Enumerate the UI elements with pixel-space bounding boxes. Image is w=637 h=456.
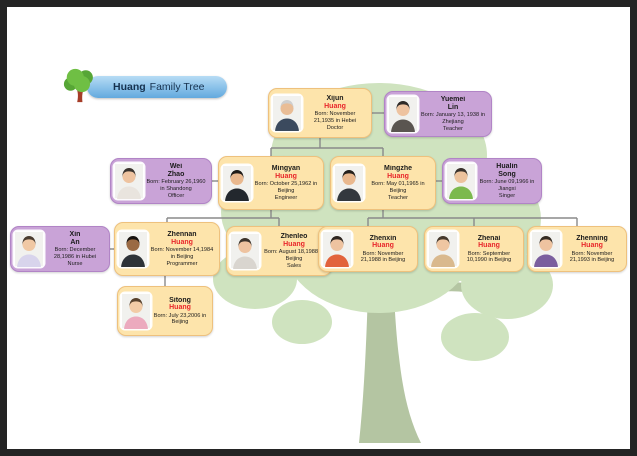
title-banner[interactable]: Huang Family Tree <box>87 76 227 98</box>
person-card-text: Hualin Song Born: June 09,1966 in Jiangx… <box>476 163 538 199</box>
person-first-name: Hualin <box>496 163 518 171</box>
person-last-name: Huang <box>169 304 191 312</box>
person-first-name: Wei <box>169 163 183 171</box>
person-first-name: Zhennan <box>167 231 197 239</box>
person-occupation: Sales <box>287 262 301 269</box>
person-last-name: Huang <box>372 242 394 250</box>
person-first-name: Zhenai <box>477 234 501 242</box>
person-card-text: Zhennan Huang Born: November 14,1984 in … <box>148 231 216 267</box>
person-card-text: Mingzhe Huang Born: May 01,1965 in Beiji… <box>364 165 432 201</box>
person-card-zhenleo[interactable]: Zhenleo Huang Born: August 18,1988 in Be… <box>226 226 332 276</box>
person-occupation: Doctor <box>326 124 344 131</box>
person-first-name: Xin <box>69 231 81 239</box>
cards-layer: Xijun Huang Born: November 21,1935 in He… <box>7 7 630 449</box>
woman-orange-top-portrait <box>322 231 352 267</box>
person-first-name: Zhenxin <box>369 234 397 242</box>
person-card-yuemei[interactable]: Yuemei Lin Born: January 13, 1938 in Zhe… <box>384 91 492 137</box>
person-card-text: Zhenning Huang Born: November 21,1993 in… <box>561 235 623 264</box>
person-card-zhenai[interactable]: Zhenai Huang Born: September 10,1990 in … <box>424 226 524 272</box>
person-born-text: Born: November 21,1935 in Hebei <box>313 111 357 124</box>
person-born-text: Born: January 13, 1938 in Zhejiang <box>420 112 486 125</box>
person-card-text: Sitong Huang Born: July 23,2006 in Beiji… <box>151 297 209 326</box>
man-suit-portrait <box>222 165 252 201</box>
person-first-name: Zhenning <box>576 234 608 242</box>
banner-title-text: Family Tree <box>149 81 205 93</box>
person-card-text: Zhenxin Huang Born: November 21,1988 in … <box>352 235 414 264</box>
woman-portrait <box>388 96 418 132</box>
person-card-text: Mingyan Huang Born: October 25,1962 in B… <box>252 165 320 201</box>
man-suit-portrait <box>118 231 148 267</box>
person-born-text: Born: June 09,1966 in Jiangxi <box>479 179 535 192</box>
woman-portrait <box>14 231 44 267</box>
person-card-xin[interactable]: Xin An Born: December 28,1986 in Hubei N… <box>10 226 110 272</box>
banner-family-name: Huang <box>113 81 146 93</box>
person-last-name: Lin <box>447 103 459 111</box>
tree-logo-icon[interactable] <box>59 66 103 104</box>
person-green-shirt-portrait <box>446 163 476 199</box>
person-last-name: An <box>70 238 80 246</box>
girl-pink-top-portrait <box>121 293 151 329</box>
elderly-man-portrait <box>272 95 302 131</box>
person-born-text: Born: November 14,1984 in Beijing <box>150 247 214 260</box>
person-born-text: Born: October 25,1962 in Beijing <box>254 181 318 194</box>
person-first-name: Sitong <box>169 296 191 304</box>
person-card-text: Wei Zhao Born: February 26,1960 in Shand… <box>144 163 208 199</box>
person-card-mingyan[interactable]: Mingyan Huang Born: October 25,1962 in B… <box>218 156 324 210</box>
person-card-zhenning[interactable]: Zhenning Huang Born: November 21,1993 in… <box>527 226 627 272</box>
person-last-name: Huang <box>324 102 346 110</box>
person-card-text: Xin An Born: December 28,1986 in Hubei N… <box>44 231 106 267</box>
person-card-sitong[interactable]: Sitong Huang Born: July 23,2006 in Beiji… <box>117 286 213 336</box>
person-card-zhenxin[interactable]: Zhenxin Huang Born: November 21,1988 in … <box>318 226 418 272</box>
person-card-xijun[interactable]: Xijun Huang Born: November 21,1935 in He… <box>268 88 372 138</box>
person-last-name: Zhao <box>167 170 185 178</box>
person-first-name: Mingzhe <box>384 165 412 173</box>
person-occupation: Engineer <box>274 194 298 201</box>
man-suit-portrait <box>334 165 364 201</box>
person-occupation: Officer <box>167 192 185 199</box>
woman-purple-top-portrait <box>531 231 561 267</box>
person-occupation: Singer <box>498 192 516 199</box>
person-card-text: Xijun Huang Born: November 21,1935 in He… <box>302 95 368 131</box>
person-card-wei[interactable]: Wei Zhao Born: February 26,1960 in Shand… <box>110 158 212 204</box>
person-card-mingzhe[interactable]: Mingzhe Huang Born: May 01,1965 in Beiji… <box>330 156 436 210</box>
person-last-name: Huang <box>283 240 305 248</box>
diagram-canvas: Xijun Huang Born: November 21,1935 in He… <box>7 7 630 449</box>
person-last-name: Huang <box>171 238 193 246</box>
person-last-name: Huang <box>478 242 500 250</box>
person-born-text: Born: December 28,1986 in Hubei <box>53 247 97 260</box>
person-card-zhennan[interactable]: Zhennan Huang Born: November 14,1984 in … <box>114 222 220 276</box>
connector-lines-layer <box>110 112 578 286</box>
person-first-name: Mingyan <box>271 165 301 173</box>
woman-portrait <box>230 233 260 269</box>
person-first-name: Zhenleo <box>280 233 308 241</box>
person-born-text: Born: September 10,1990 in Beijing <box>466 251 512 264</box>
person-first-name: Xijun <box>326 95 344 103</box>
person-card-text: Yuemei Lin Born: January 13, 1938 in Zhe… <box>418 96 488 132</box>
person-occupation: Teacher <box>388 194 408 201</box>
person-occupation: Programmer <box>166 260 198 267</box>
person-last-name: Huang <box>387 172 409 180</box>
person-first-name: Yuemei <box>440 96 466 104</box>
person-card-text: Zhenleo Huang Born: August 18,1988 in Be… <box>260 233 328 269</box>
person-born-text: Born: February 26,1960 in Shandong <box>146 179 206 192</box>
person-born-text: Born: July 23,2006 in Beijing <box>153 313 207 326</box>
person-occupation: Nurse <box>67 260 83 267</box>
person-last-name: Huang <box>581 242 603 250</box>
person-born-text: Born: August 18,1988 in Beijing <box>264 249 324 262</box>
person-born-text: Born: May 01,1965 in Beijing <box>371 181 425 194</box>
person-occupation: Teacher <box>443 125 463 132</box>
person-born-text: Born: November 21,1988 in Beijing <box>360 251 406 264</box>
person-last-name: Song <box>498 170 516 178</box>
person-last-name: Huang <box>275 172 297 180</box>
woman-portrait <box>428 231 458 267</box>
person-card-hualin[interactable]: Hualin Song Born: June 09,1966 in Jiangx… <box>442 158 542 204</box>
woman-portrait <box>114 163 144 199</box>
person-card-text: Zhenai Huang Born: September 10,1990 in … <box>458 235 520 264</box>
person-born-text: Born: November 21,1993 in Beijing <box>569 251 615 264</box>
